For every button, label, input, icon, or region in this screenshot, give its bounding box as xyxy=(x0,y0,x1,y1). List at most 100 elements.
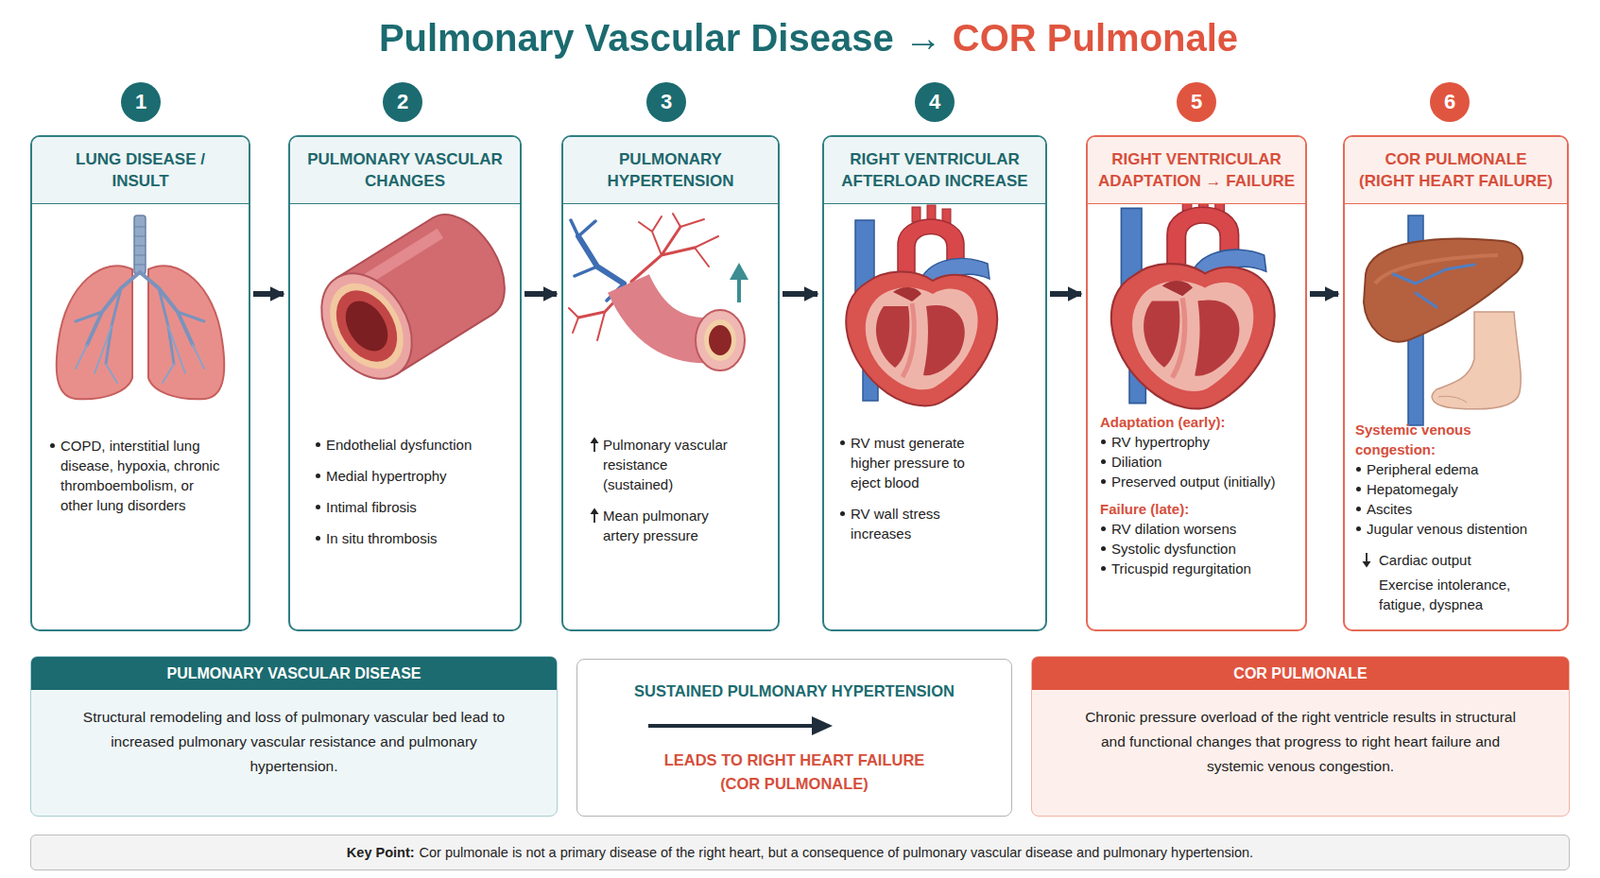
list-item: RV hypertrophy xyxy=(1100,431,1296,452)
flow-arrow-shaft xyxy=(648,723,816,728)
flow-arrow xyxy=(253,291,284,297)
lungs-illustration xyxy=(134,226,146,265)
stage-header-band: RIGHT VENTRICULAR AFTERLOAD INCREASE xyxy=(824,137,1046,205)
congestion-illustration xyxy=(1438,395,1467,403)
artery-illustration xyxy=(314,269,419,382)
bullet-dot xyxy=(50,443,55,448)
stage-box: RIGHT VENTRICULAR ADAPTATION → FAILURE Ad… xyxy=(1085,135,1308,632)
summary-panel: COR PULMONALEChronic pressure overload o… xyxy=(1031,655,1570,817)
artery-illustration xyxy=(324,278,411,373)
list-item: Endothelial dysfunction xyxy=(314,434,506,455)
vessel-tree-illustration xyxy=(708,325,732,356)
step-number: 4 xyxy=(929,90,941,114)
stage-heading: RIGHT VENTRICULAR AFTERLOAD INCREASE xyxy=(828,148,1041,192)
panel-emphasis: LEADS TO RIGHT HEART FAILURE (COR PULMON… xyxy=(653,748,937,796)
bullet-text: RV hypertrophy xyxy=(1111,431,1296,452)
list-item: Preserved output (initially) xyxy=(1100,471,1296,492)
vessel-tree-illustration xyxy=(568,213,749,371)
vessel-tree-illustration xyxy=(570,220,624,301)
list-item: RV dilation worsens xyxy=(1100,518,1296,539)
step-number: 2 xyxy=(396,90,409,114)
bullet-dot xyxy=(1101,566,1106,571)
bullet-text: RV must generate higher pressure to ejec… xyxy=(850,432,975,493)
list-item: Peripheral edema xyxy=(1355,459,1549,480)
bullet-dot xyxy=(1101,479,1106,484)
bullet-dot xyxy=(1356,466,1361,472)
congestion-illustration xyxy=(1363,215,1523,426)
flow-arrow xyxy=(782,291,818,297)
stage-heading: LUNG DISEASE / INSULT xyxy=(65,148,217,192)
stage-body: Systemic venous congestion:Peripheral ed… xyxy=(1344,419,1567,615)
bullet-dot xyxy=(1356,486,1361,492)
panel-body: Structural remodeling and loss of pulmon… xyxy=(31,689,557,792)
artery-illustration xyxy=(337,292,397,359)
bullet-dot xyxy=(840,511,845,517)
section-heading: Adaptation (early): xyxy=(1100,412,1296,432)
bullet-text: Endothelial dysfunction xyxy=(326,434,506,455)
list-item: Diliation xyxy=(1100,451,1296,472)
bullet-text: COPD, interstitial lung disease, hypoxia… xyxy=(60,435,225,516)
list-item: Systolic dysfunction xyxy=(1100,538,1296,559)
flow-arrow xyxy=(577,708,1011,743)
stage-box: RIGHT VENTRICULAR AFTERLOAD INCREASE RV m… xyxy=(822,135,1048,632)
bullet-dot xyxy=(1356,506,1361,512)
stage-header-band: COR PULMONALE (RIGHT HEART FAILURE) xyxy=(1344,137,1567,205)
bullet-dot xyxy=(315,535,321,541)
panel-heading: SUSTAINED PULMONARY HYPERTENSION xyxy=(577,680,1012,702)
bullet-text: Preserved output (initially) xyxy=(1111,471,1296,492)
stage-heading: RIGHT VENTRICULAR ADAPTATION → FAILURE xyxy=(1091,148,1302,192)
diagram-title: Pulmonary Vascular Disease → COR Pulmona… xyxy=(378,15,1239,61)
step-number: 6 xyxy=(1444,90,1456,114)
list-item: Pulmonary vascular resistance (sustained… xyxy=(587,434,736,495)
panel-body: Chronic pressure overload of the right v… xyxy=(1032,689,1569,792)
bullet-text: Hepatomegaly xyxy=(1366,479,1549,499)
bullet-dot xyxy=(840,440,845,446)
step-number-circle: 1 xyxy=(120,82,161,122)
list-item: RV must generate higher pressure to ejec… xyxy=(839,432,975,493)
decrease-arrow xyxy=(1360,551,1373,568)
step-number: 5 xyxy=(1190,90,1203,114)
flow-arrow xyxy=(524,291,557,297)
heart-failure-illustration xyxy=(1111,191,1275,409)
bullet-dot xyxy=(315,442,321,448)
stage-body: Adaptation (early):RV hypertrophyDiliati… xyxy=(1087,412,1306,579)
bullet-dot xyxy=(1356,526,1361,532)
step-number-circle: 3 xyxy=(646,82,687,122)
lungs-illustration xyxy=(75,326,205,383)
bullet-text: RV dilation worsens xyxy=(1111,518,1296,539)
bullet-text: Jugular venous distention xyxy=(1366,518,1549,539)
arrow-head xyxy=(590,437,600,445)
step-number: 3 xyxy=(660,90,672,114)
bullet-text: RV wall stress increases xyxy=(850,503,975,544)
bullet-dot xyxy=(1101,439,1106,445)
increase-arrow xyxy=(588,436,601,453)
step-number-circle: 4 xyxy=(914,82,955,122)
title-block: Pulmonary Vascular Disease → COR Pulmona… xyxy=(0,15,1600,61)
stage-box: LUNG DISEASE / INSULT COPD, interstitial … xyxy=(30,135,251,632)
stage-heading: COR PULMONALE (RIGHT HEART FAILURE) xyxy=(1357,148,1556,192)
bullet-text: Systolic dysfunction xyxy=(1111,538,1296,559)
step-number-circle: 6 xyxy=(1429,82,1470,122)
congestion-illustration xyxy=(1375,255,1498,284)
key-point-label: Key Point: xyxy=(346,843,415,862)
list-item: Adaptation (early): xyxy=(1100,412,1296,432)
list-item: RV wall stress increases xyxy=(839,503,975,544)
panel-text: Structural remodeling and loss of pulmon… xyxy=(81,705,507,779)
list-item: Hepatomegaly xyxy=(1355,479,1549,499)
increase-arrow xyxy=(588,507,601,524)
indicator-text: Mean pulmonary artery pressure xyxy=(602,505,736,546)
step-number: 1 xyxy=(135,90,147,114)
bullet-text: Tricuspid regurgitation xyxy=(1111,558,1296,579)
key-point-text: Cor pulmonale is not a primary disease o… xyxy=(419,843,1255,862)
vessel-tree-illustration xyxy=(729,262,749,280)
bullet-dot xyxy=(315,473,321,479)
stage-box: PULMONARY VASCULAR CHANGESEndothelial dy… xyxy=(288,135,522,632)
panel-header-band: COR PULMONALE xyxy=(1032,656,1569,690)
indicator-text: Cardiac output xyxy=(1378,550,1549,570)
stage-body: Pulmonary vascular resistance (sustained… xyxy=(563,434,778,546)
lungs-illustration xyxy=(134,215,146,275)
indicator-text: Pulmonary vascular resistance (sustained… xyxy=(602,434,736,495)
list-item: Systemic venous congestion: xyxy=(1355,419,1549,460)
stage-header-band: RIGHT VENTRICULAR ADAPTATION → FAILURE xyxy=(1087,137,1306,205)
